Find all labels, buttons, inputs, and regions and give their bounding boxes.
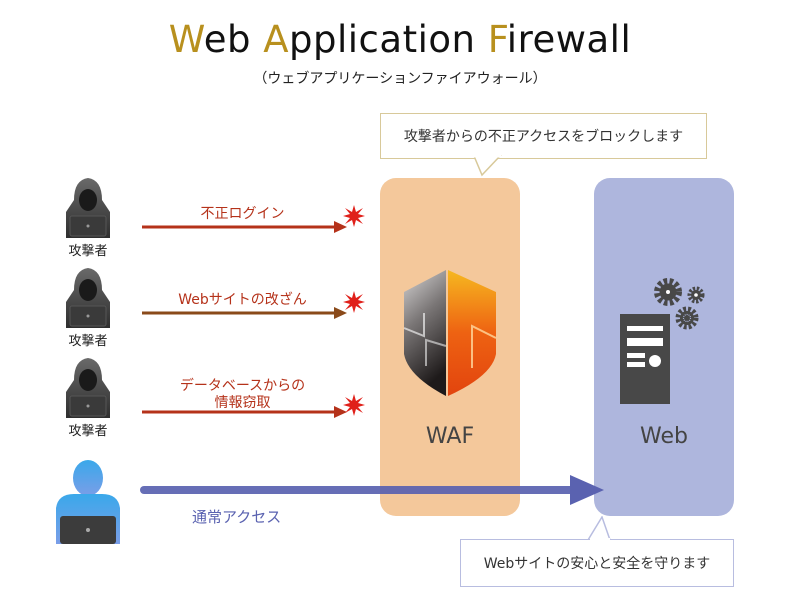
- title-part: W: [168, 18, 204, 61]
- server-icon: [620, 278, 705, 404]
- attack-label: データベースからの: [179, 378, 306, 394]
- waf-callout: 攻撃者からの不正アクセスをブロックします: [380, 113, 707, 159]
- attacker-icon: [66, 268, 110, 328]
- web-callout-text: Webサイトの安心と安全を守ります: [483, 556, 711, 572]
- attacker-label: 攻撃者: [68, 334, 108, 349]
- attack-label: 情報窃取: [214, 395, 271, 411]
- gear-icon: [675, 306, 699, 330]
- waf-callout-tail: [472, 155, 502, 177]
- user-icon: [56, 460, 120, 544]
- web-callout: Webサイトの安心と安全を守ります: [460, 539, 734, 587]
- attacker-label: 攻撃者: [68, 424, 108, 439]
- page-title: Web Application Firewall: [0, 18, 800, 61]
- attacker-icon: [66, 178, 110, 238]
- shield-icon: [403, 270, 497, 396]
- normal-access-label: 通常アクセス: [192, 508, 282, 526]
- attack-arrow: [142, 221, 347, 233]
- attack-label: 不正ログイン: [200, 206, 285, 222]
- web-label: Web: [640, 424, 688, 449]
- attack-arrow: [142, 307, 347, 319]
- blocked-burst-icon: [343, 205, 365, 227]
- attack-arrow: [142, 406, 347, 418]
- title-part: A: [263, 18, 290, 61]
- gear-icon: [654, 278, 682, 306]
- waf-callout-text: 攻撃者からの不正アクセスをブロックします: [403, 129, 684, 145]
- normal-access-arrow: [140, 475, 604, 505]
- page-subtitle: （ウェブアプリケーションファイアウォール）: [253, 71, 547, 87]
- gear-icon: [687, 286, 705, 304]
- attack-label: Webサイトの改ざん: [178, 292, 307, 308]
- title-part: pplication: [289, 18, 488, 61]
- blocked-burst-icon: [343, 291, 365, 313]
- blocked-burst-icon: [343, 394, 365, 416]
- title-part: eb: [203, 18, 264, 61]
- title-part: F: [487, 18, 507, 61]
- attacker-label: 攻撃者: [68, 244, 108, 259]
- attacker-icon: [66, 358, 110, 418]
- waf-label: WAF: [425, 424, 475, 449]
- title-part: irewall: [506, 18, 632, 61]
- callout-tail-mask: [590, 538, 610, 542]
